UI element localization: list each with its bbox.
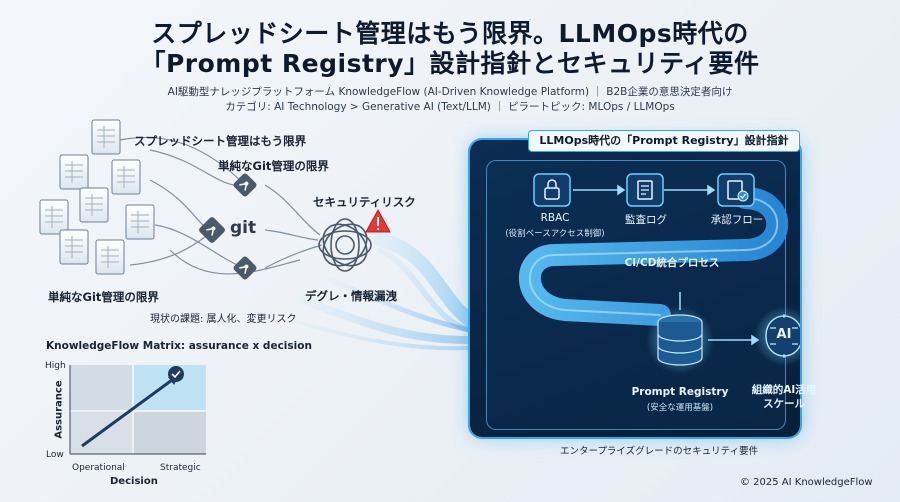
current-issues-label: 現状の課題: 属人化、変更リスク <box>150 314 297 325</box>
security-risk-label: セキュリティリスク <box>313 195 416 209</box>
rbac-label: RBAC <box>540 212 570 224</box>
audit-log-label: 監査ログ <box>625 214 667 226</box>
tangled-knot-icon <box>318 218 372 272</box>
audit-log-icon <box>626 173 664 207</box>
page-title-line2: 「Prompt Registry」設計指針とセキュリティ要件 <box>140 49 760 78</box>
cicd-label: CI/CD統合プロセス <box>624 257 720 269</box>
meta-category: カテゴリ: AI Technology > Generative AI (Tex… <box>225 101 675 113</box>
matrix-y-high: High <box>45 361 66 371</box>
registry-label: Prompt Registry <box>631 386 729 398</box>
lock-icon <box>533 173 571 207</box>
process-flow-band <box>519 187 789 326</box>
warning-icon <box>365 208 391 233</box>
enterprise-security-note: エンタープライズグレードのセキュリティ要件 <box>560 446 759 457</box>
panel-graphics <box>519 173 800 374</box>
registry-sublabel: (安全な運用基盤) <box>646 403 714 413</box>
matrix-y-axis-label: Assurance <box>53 380 65 439</box>
spreadsheet-icons <box>39 119 155 275</box>
matrix-x-axis-label: Decision <box>110 476 158 487</box>
ai-scale-label-1: 組織的AI活用 <box>751 384 817 396</box>
ai-brain-icon <box>754 306 800 366</box>
page-title-line1: スプレッドシート管理はもう限界。LLMOps時代の <box>151 19 749 48</box>
matrix-x-right: Strategic <box>160 463 201 473</box>
ai-text: AI <box>776 327 792 342</box>
matrix-y-low: Low <box>46 450 64 460</box>
connector-arrows <box>573 184 760 346</box>
matrix-trend-arrow <box>81 378 173 448</box>
git-limit-label-top: 単純なGit管理の限界 <box>218 159 329 173</box>
git-limit-label-bottom: 単純なGit管理の限界 <box>48 290 159 304</box>
tangled-arrows <box>119 136 323 275</box>
approval-icon <box>717 173 755 207</box>
matrix-title: KnowledgeFlow Matrix: assurance x decisi… <box>46 340 312 352</box>
ai-scale-label-2: スケール <box>763 398 805 410</box>
panel-title: LLMOps時代の「Prompt Registry」設計指針 <box>528 130 800 152</box>
matrix-chart <box>69 365 206 455</box>
copyright: © 2025 AI KnowledgeFlow <box>740 477 873 488</box>
database-icon <box>646 306 714 374</box>
rbac-sublabel: (役割ベースアクセス制御) <box>505 229 605 239</box>
git-text: git <box>230 218 257 238</box>
degradation-label: デグレ・情報漏洩 <box>305 289 397 303</box>
matrix-quadrant-top-left <box>70 365 132 410</box>
spreadsheet-label: スプレッドシート管理はもう限界 <box>134 134 307 148</box>
matrix-x-left: Operational <box>72 463 125 473</box>
matrix-quadrant-bottom-right <box>134 412 206 454</box>
approval-flow-label: 承認フロー <box>710 214 764 226</box>
check-icon <box>168 366 184 382</box>
meta-platform: AI駆動型ナレッジプラットフォーム KnowledgeFlow (AI-Driv… <box>167 86 733 98</box>
git-icons <box>199 173 257 280</box>
